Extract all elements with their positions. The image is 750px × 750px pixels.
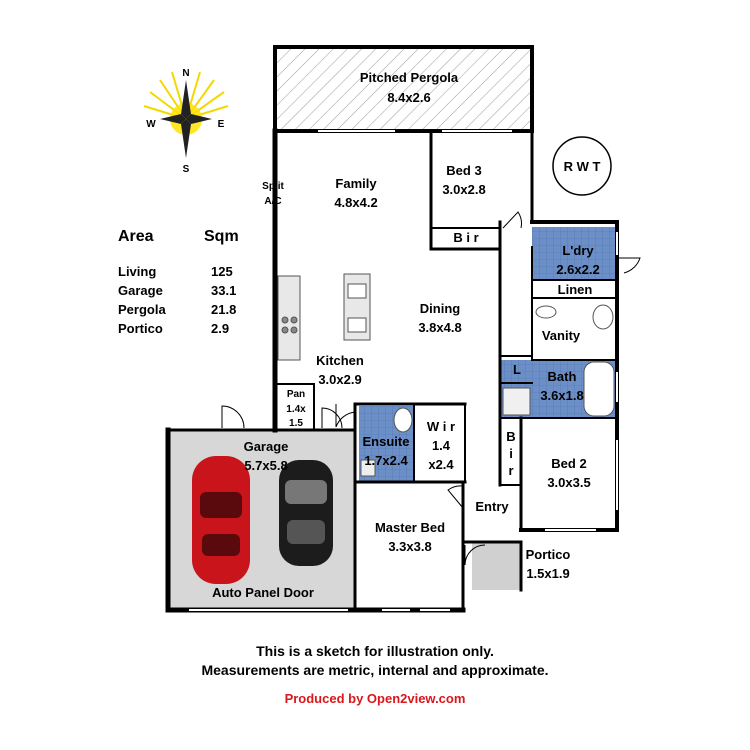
compass-n-label: N: [182, 68, 189, 79]
pantry-label: Pan: [287, 389, 305, 400]
garage-dims: 5.7x5.8: [244, 458, 287, 473]
black-car-icon: [279, 460, 333, 566]
doors: [221, 211, 641, 566]
portico-label: Portico: [526, 547, 571, 562]
pantry-dims-1: 1.4x: [286, 404, 306, 415]
master-bed-label: Master Bed: [375, 520, 445, 535]
kitchen-dims: 3.0x2.9: [318, 372, 361, 387]
kitchen-label: Kitchen: [316, 353, 364, 368]
linen-label: Linen: [558, 282, 593, 297]
kitchen-fixtures: [277, 273, 371, 361]
portico-floor: [472, 543, 521, 590]
pergola-label: Pitched Pergola: [360, 70, 459, 85]
windows: [189, 130, 618, 611]
dining-label: Dining: [420, 301, 460, 316]
area-header-unit: Sqm: [204, 228, 239, 245]
bath-fixtures: [360, 304, 615, 477]
family-label: Family: [335, 176, 377, 191]
compass-w-label: W: [146, 119, 156, 130]
portico-dims: 1.5x1.9: [526, 566, 569, 581]
area-row-label: Pergola: [118, 302, 166, 317]
rwt-logo-text: R W T: [564, 159, 601, 174]
wir-dims-2: x2.4: [428, 457, 454, 472]
compass-rose: N S E W: [143, 68, 229, 175]
room-labels: Pitched Pergola 8.4x2.6 Family 4.8x4.2 B…: [212, 70, 600, 600]
bed2-dims: 3.0x3.5: [547, 475, 590, 490]
area-row-value: 21.8: [211, 302, 237, 317]
bath-dims: 3.6x1.8: [540, 388, 583, 403]
bir2-label-1: B: [506, 429, 515, 444]
area-header-label: Area: [118, 228, 154, 245]
split-ac-label-2: A/C: [264, 196, 281, 207]
wir-label: W i r: [427, 419, 455, 434]
entry-label: Entry: [475, 499, 509, 514]
compass-e-label: E: [218, 119, 225, 130]
compass-s-label: S: [183, 164, 190, 175]
bed2-label: Bed 2: [551, 456, 586, 471]
bir1-label: B i r: [453, 230, 478, 245]
pergola-dims: 8.4x2.6: [387, 90, 430, 105]
area-row-value: 2.9: [211, 321, 230, 336]
ensuite-dims: 1.7x2.4: [364, 453, 408, 468]
wir-dims-1: 1.4: [432, 438, 451, 453]
bir2-label-3: r: [508, 463, 513, 478]
bed3-dims: 3.0x2.8: [442, 182, 485, 197]
red-car-icon: [192, 456, 250, 584]
rwt-logo: R W T: [552, 136, 612, 196]
laundry-label: L'dry: [562, 243, 594, 258]
split-ac-label-1: Split: [262, 181, 284, 192]
master-bed-dims: 3.3x3.8: [388, 539, 431, 554]
l-label: L: [513, 362, 521, 377]
garage-door-label: Auto Panel Door: [212, 585, 314, 600]
bath-label: Bath: [548, 369, 577, 384]
pantry-dims-2: 1.5: [289, 418, 303, 429]
disclaimer-line-2: Measurements are metric, internal and ap…: [201, 662, 549, 678]
pergola: [273, 45, 534, 133]
area-row-label: Portico: [118, 321, 163, 336]
laundry-dims: 2.6x2.2: [556, 262, 599, 277]
area-row-value: 125: [211, 264, 233, 279]
dining-dims: 3.8x4.8: [418, 320, 461, 335]
bir2-label-2: i: [509, 446, 513, 461]
ensuite-label: Ensuite: [363, 434, 410, 449]
area-row-label: Living: [118, 264, 157, 279]
family-dims: 4.8x4.2: [334, 195, 377, 210]
produced-by-link[interactable]: Produced by Open2view.com: [284, 691, 466, 706]
garage-label: Garage: [244, 439, 289, 454]
disclaimer-line-1: This is a sketch for illustration only.: [256, 643, 494, 659]
bed3-label: Bed 3: [446, 163, 481, 178]
area-row-value: 33.1: [211, 283, 237, 298]
vanity-label: Vanity: [542, 328, 581, 343]
area-row-label: Garage: [118, 283, 163, 298]
laundry-floor: [532, 227, 616, 280]
